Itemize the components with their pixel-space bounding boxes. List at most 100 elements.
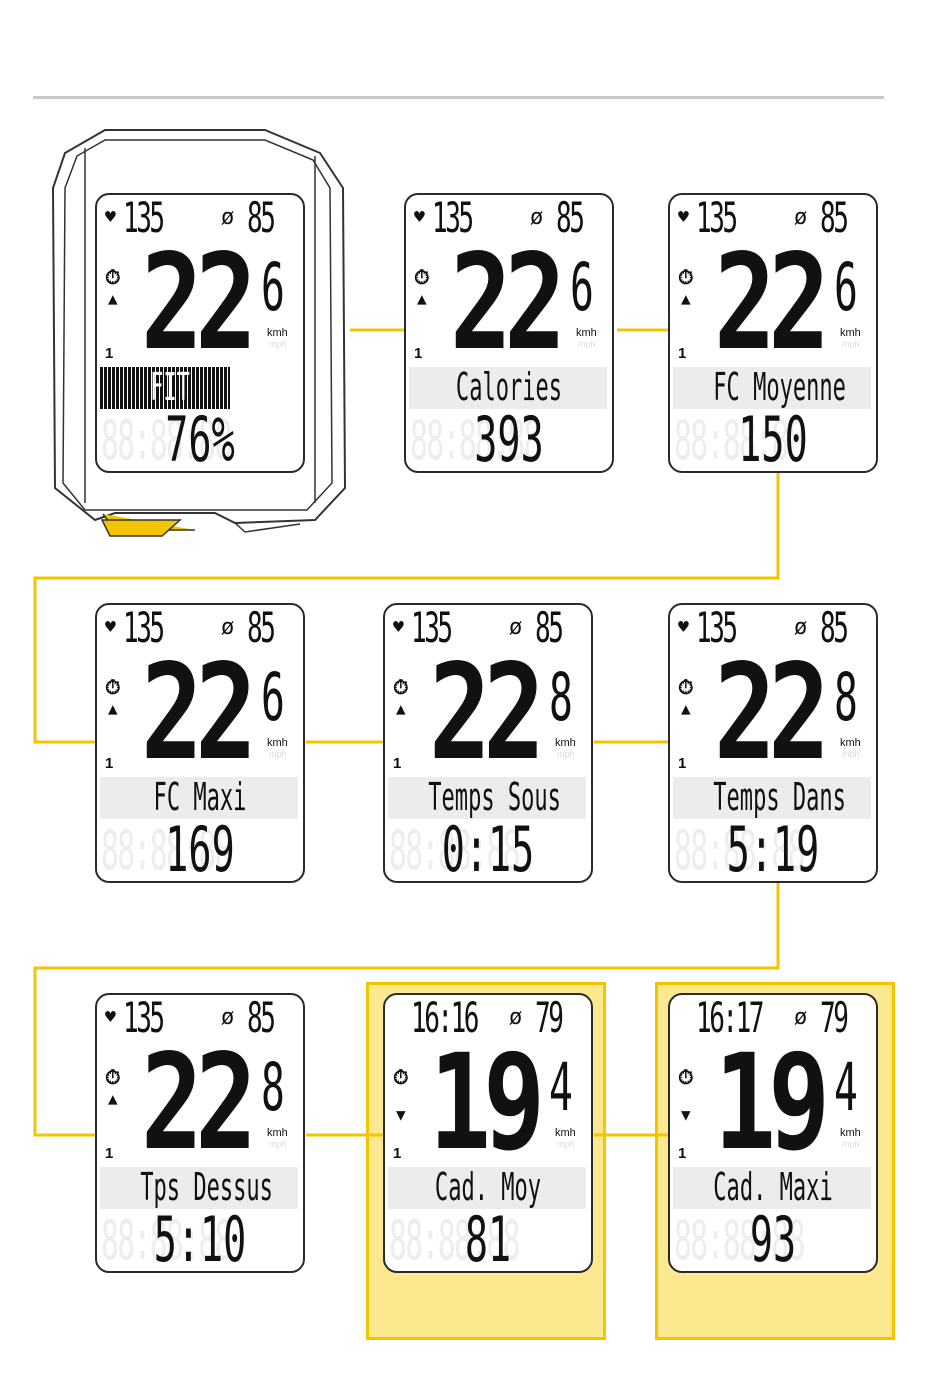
heart-icon: ♥: [105, 617, 116, 638]
top-left-value: 135: [432, 193, 474, 242]
top-left-value: 135: [123, 993, 165, 1042]
speed-decimal: 6: [261, 659, 285, 736]
stopwatch-icon: ⏱: [414, 265, 430, 289]
speed-unit-alt: mph: [842, 1139, 860, 1149]
top-left-value: 135: [696, 603, 738, 652]
speed-value: 22: [450, 226, 566, 380]
cadence-icon: ø: [221, 615, 235, 640]
stopwatch-icon: ⏱: [678, 1065, 694, 1089]
lcd-ghost-row: 88:88:88: [674, 1209, 806, 1272]
speed-decimal: 8: [549, 659, 573, 736]
screen-label: Cad. Maxi: [713, 1165, 833, 1209]
top-left-value: 16:17: [696, 993, 764, 1042]
speed-decimal: 8: [261, 1049, 285, 1126]
bike-number: 1: [105, 345, 114, 362]
trend-arrow-icon: ▲: [417, 289, 427, 308]
lcd-screen-fc-maxi: ♥ 135 ø 85 ⏱▲ 1 22 6 kmh mph 88:88:88 FC…: [95, 603, 305, 883]
cadence-icon: ø: [221, 1005, 235, 1030]
screen-value: 76%: [165, 403, 235, 473]
top-left-value: 135: [123, 193, 165, 242]
label-band: [388, 1167, 586, 1209]
speed-unit: kmh: [267, 737, 288, 749]
speed-unit-alt: mph: [842, 749, 860, 759]
top-divider: [33, 96, 884, 99]
label-band: [673, 1167, 871, 1209]
speed-decimal: 4: [834, 1049, 858, 1126]
speed-value: 22: [429, 636, 545, 790]
lcd-screen-fc-moyenne: ♥ 135 ø 85 ⏱▲ 1 22 6 kmh mph 88:88:88 FC…: [668, 193, 878, 473]
lcd-screen-tps-dessus: ♥ 135 ø 85 ⏱▲ 1 22 8 kmh mph 88:88:88 Tp…: [95, 993, 305, 1273]
cadence-icon: ø: [794, 615, 808, 640]
speed-unit: kmh: [840, 737, 861, 749]
screen-label: Calories: [455, 365, 563, 409]
lcd-screen-temps-dans: ♥ 135 ø 85 ⏱▲ 1 22 8 kmh mph 88:88:88 Te…: [668, 603, 878, 883]
bike-number: 1: [678, 345, 687, 362]
speed-unit-alt: mph: [269, 1139, 287, 1149]
top-right-value: 85: [535, 603, 564, 652]
bike-number: 1: [678, 1145, 687, 1162]
speed-value: 22: [714, 226, 830, 380]
top-right-value: 79: [820, 993, 849, 1042]
trend-arrow-icon: ▲: [108, 699, 118, 718]
bike-number: 1: [105, 1145, 114, 1162]
speed-unit: kmh: [840, 327, 861, 339]
heart-icon: ♥: [678, 207, 689, 228]
lcd-ghost-row: 88:88:88: [674, 819, 806, 882]
screen-label: Cad. Moy: [434, 1165, 542, 1209]
speed-value: 22: [141, 636, 257, 790]
label-band: [100, 1167, 298, 1209]
cadence-icon: ø: [509, 615, 523, 640]
heart-icon: ♥: [414, 207, 425, 228]
bike-number: 1: [105, 755, 114, 772]
speed-value: 22: [141, 226, 257, 380]
stopwatch-icon: ⏱: [105, 265, 121, 289]
trend-arrow-icon: ▼: [396, 1105, 406, 1124]
speed-value: 22: [714, 636, 830, 790]
stopwatch-icon: ⏱: [678, 675, 694, 699]
screen-value: 93: [749, 1203, 797, 1273]
speed-unit: kmh: [576, 327, 597, 339]
screen-value: 169: [165, 813, 235, 883]
lcd-ghost-row: 88:88:88: [389, 819, 521, 882]
screen-value: 0:15: [441, 813, 535, 883]
cadence-icon: ø: [221, 205, 235, 230]
speed-unit: kmh: [840, 1127, 861, 1139]
top-right-value: 85: [820, 193, 849, 242]
screen-value: 150: [738, 403, 808, 473]
bike-number: 1: [393, 755, 402, 772]
speed-value: 22: [141, 1026, 257, 1180]
top-left-value: 16:16: [411, 993, 479, 1042]
lcd-screen-fit: ♥ 135 ø 85 ⏱▲ 1 22 6 kmh mph 88:88:88 FI…: [95, 193, 305, 473]
cadence-icon: ø: [509, 1005, 523, 1030]
label-band: [673, 367, 871, 409]
cadence-icon: ø: [794, 1005, 808, 1030]
top-left-value: 135: [123, 603, 165, 652]
top-right-value: 85: [247, 993, 276, 1042]
screen-label: Temps Sous: [428, 775, 561, 819]
speed-unit-alt: mph: [269, 339, 287, 349]
lcd-ghost-row: 88:88:88: [101, 819, 233, 882]
lcd-ghost-row: 88:88:88: [410, 409, 542, 472]
speed-decimal: 4: [549, 1049, 573, 1126]
screen-value: 5:19: [726, 813, 820, 883]
label-band: [100, 777, 298, 819]
speed-unit: kmh: [555, 737, 576, 749]
speed-unit-alt: mph: [842, 339, 860, 349]
trend-arrow-icon: ▲: [108, 289, 118, 308]
top-right-value: 85: [247, 193, 276, 242]
bike-number: 1: [393, 1145, 402, 1162]
trend-arrow-icon: ▲: [396, 699, 406, 718]
speed-decimal: 6: [261, 249, 285, 326]
top-right-value: 79: [535, 993, 564, 1042]
stopwatch-icon: ⏱: [678, 265, 694, 289]
stopwatch-icon: ⏱: [105, 1065, 121, 1089]
stopwatch-icon: ⏱: [393, 1065, 409, 1089]
speed-unit: kmh: [267, 327, 288, 339]
bike-number: 1: [414, 345, 423, 362]
speed-unit-alt: mph: [557, 749, 575, 759]
start-button[interactable]: [100, 518, 195, 540]
stopwatch-icon: ⏱: [105, 675, 121, 699]
trend-arrow-icon: ▲: [681, 289, 691, 308]
screen-value: 393: [474, 403, 544, 473]
lcd-ghost-row: 88:88:88: [389, 1209, 521, 1272]
